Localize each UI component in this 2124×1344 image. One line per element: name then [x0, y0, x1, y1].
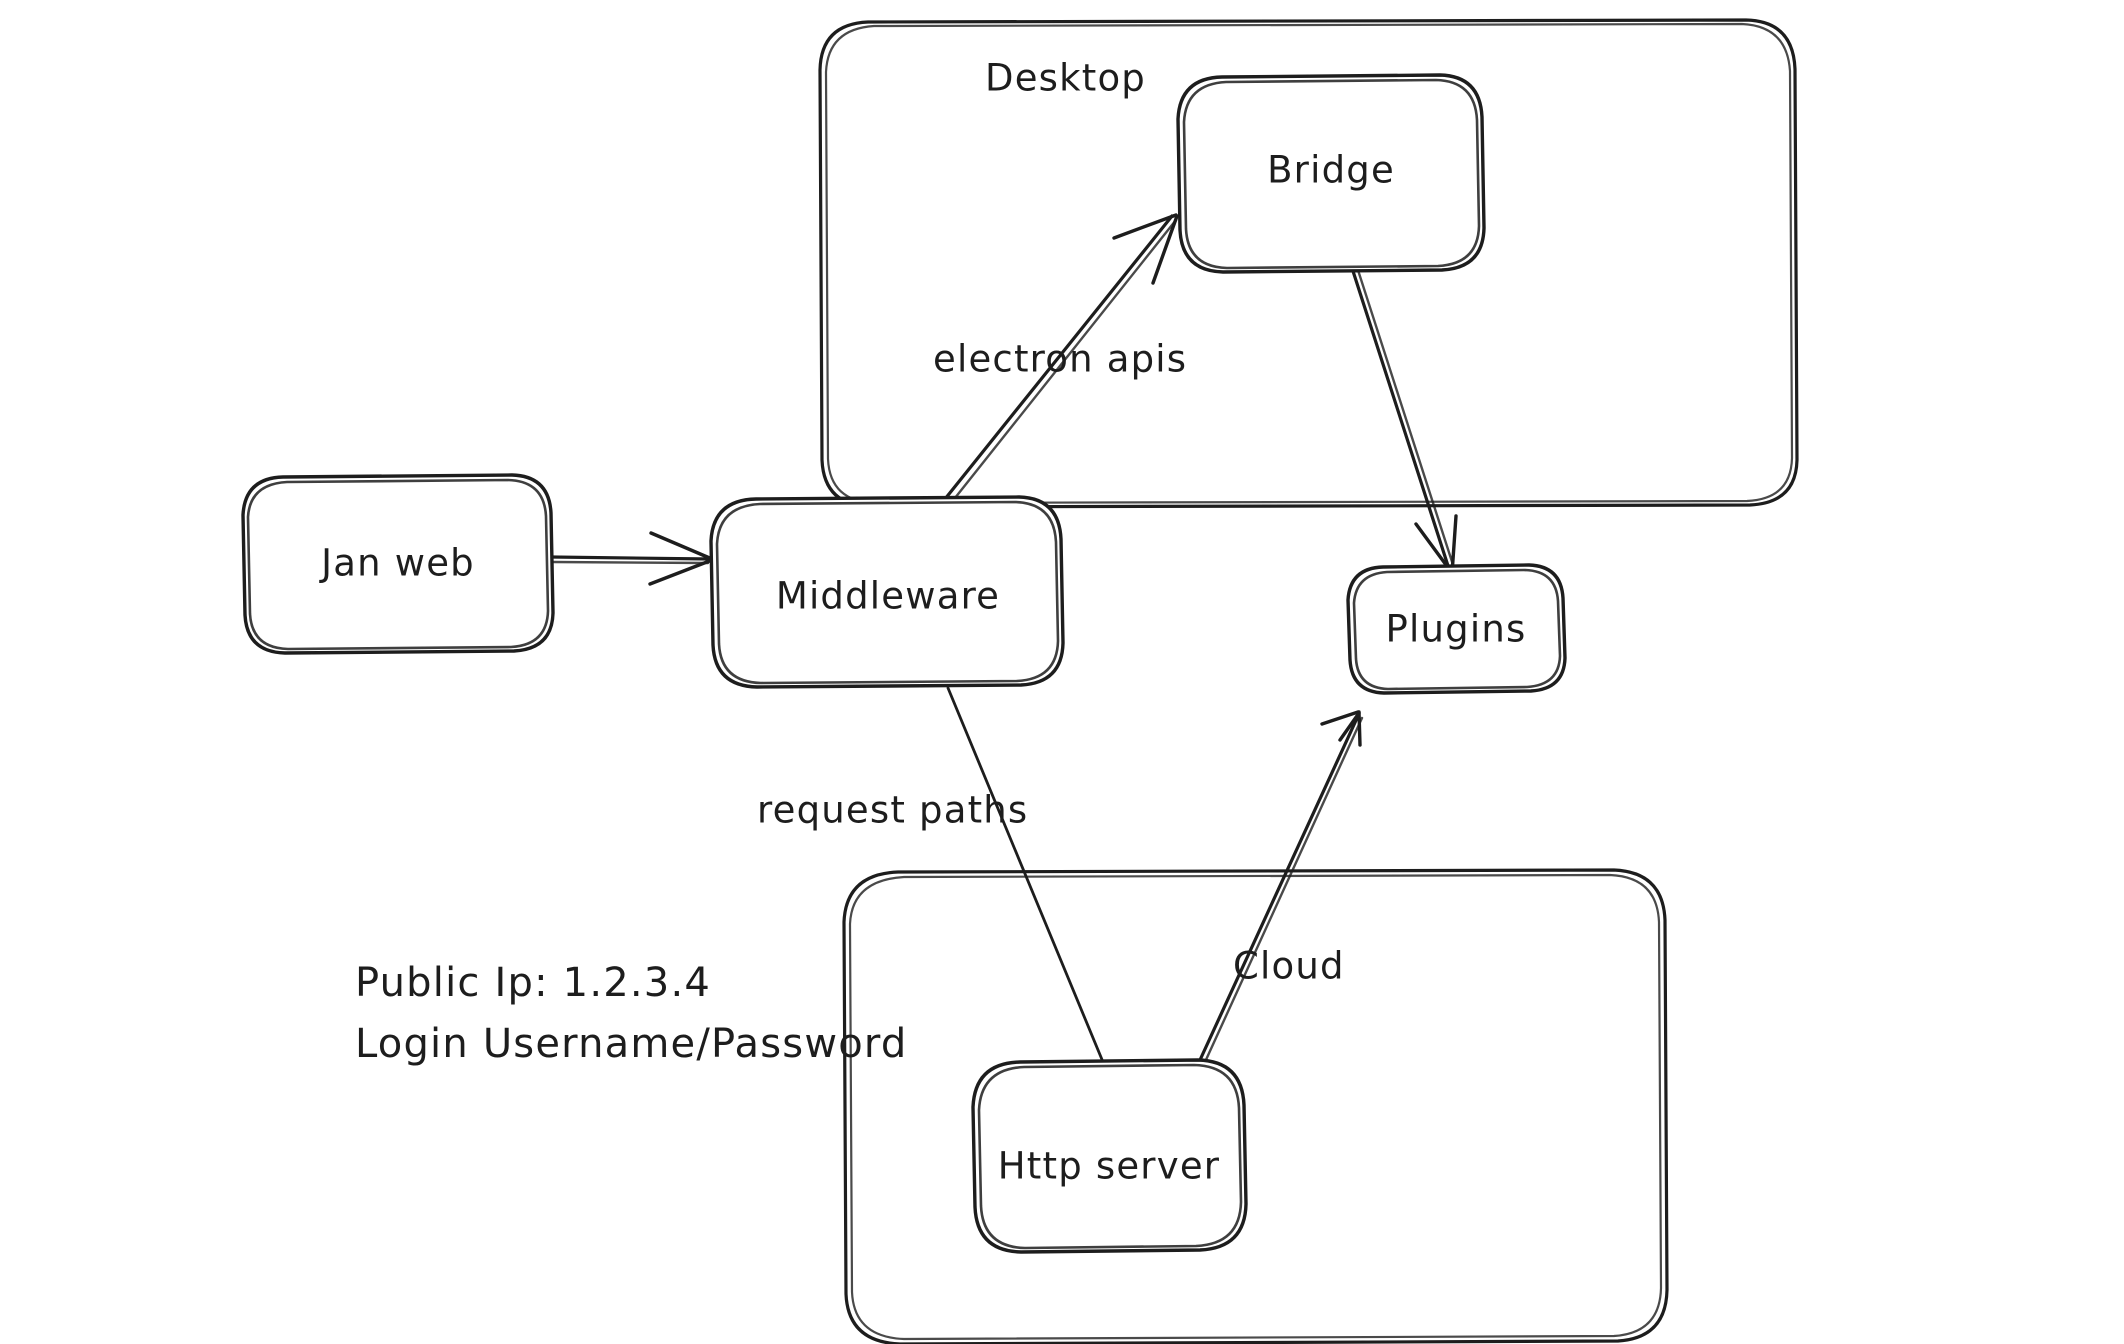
- node-label-bridge: Bridge: [1267, 149, 1395, 192]
- edge-label-cloud: Cloud: [1233, 945, 1345, 988]
- edge-middleware-to-bridge: electron apis: [933, 213, 1187, 505]
- node-http-server[interactable]: Http server: [971, 1058, 1248, 1254]
- container-cloud: [842, 868, 1669, 1344]
- edge-http-server-to-middleware: [946, 686, 1105, 1064]
- node-label-jan-web: Jan web: [319, 542, 475, 585]
- node-plugins[interactable]: Plugins: [1346, 563, 1567, 695]
- note-public-ip: Public Ip: 1.2.3.4: [355, 960, 711, 1006]
- node-label-http-server: Http server: [998, 1145, 1220, 1188]
- node-middleware[interactable]: Middleware: [709, 495, 1065, 689]
- container-desktop: Desktop: [818, 18, 1799, 509]
- edge-bridge-to-plugins: [1350, 265, 1458, 576]
- node-label-plugins: Plugins: [1386, 608, 1527, 651]
- container-label-desktop: Desktop: [985, 57, 1146, 100]
- node-bridge[interactable]: Bridge: [1176, 73, 1486, 274]
- notes-block: Public Ip: 1.2.3.4 Login Username/Passwo…: [355, 960, 907, 1067]
- node-jan-web[interactable]: Jan web: [241, 473, 555, 655]
- edge-label-request-paths: request paths: [757, 789, 1028, 832]
- edge-http-server-to-plugins: [1198, 710, 1364, 1064]
- edge-jan-web-to-middleware: [549, 531, 714, 586]
- node-label-middleware: Middleware: [776, 575, 1000, 618]
- edge-label-electron-apis: electron apis: [933, 338, 1187, 381]
- note-login: Login Username/Password: [355, 1021, 907, 1067]
